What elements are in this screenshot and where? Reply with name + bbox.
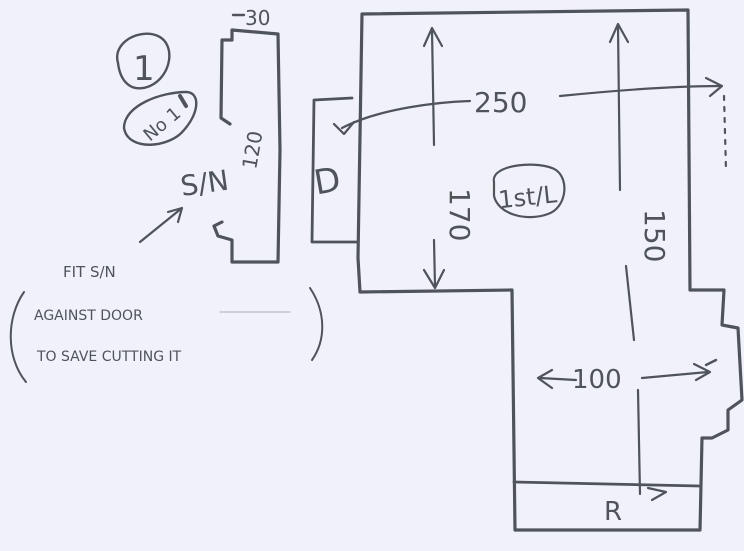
note-bracket-right <box>309 287 324 361</box>
note-line-3: TO SAVE CUTTING IT <box>36 349 182 365</box>
unit-number-oval <box>122 90 198 146</box>
wall-notch <box>704 358 718 367</box>
door-outline <box>310 96 358 244</box>
page-number-badge: 1 <box>116 32 171 90</box>
width-100-label: 100 <box>572 365 622 395</box>
height-150-upper-line <box>616 24 622 192</box>
height-150-lower-line <box>624 264 642 496</box>
height-170-arrowhead-top <box>422 26 444 48</box>
height-150-arrowhead-top <box>608 22 630 44</box>
room-outline <box>356 8 744 532</box>
width-30-label: 30 <box>245 6 270 30</box>
note-arrow <box>138 206 184 244</box>
page-number-circle <box>116 32 171 90</box>
room-tag-circle <box>492 163 566 219</box>
width-arrowhead-right <box>704 76 724 98</box>
width-arrowhead-left <box>332 120 356 136</box>
height-150-label: 150 <box>638 209 671 262</box>
unit-number-label: No 1 <box>140 103 185 146</box>
height-150-dimension: 150 <box>608 22 671 502</box>
width-arrow-right <box>558 84 722 98</box>
height-150-arrowhead-bottom <box>646 486 668 502</box>
height-170-upper-line <box>430 28 436 147</box>
height-170-dimension: 170 <box>422 26 476 290</box>
note-line-2: AGAINST DOOR <box>34 308 143 324</box>
width-100-line <box>538 370 710 382</box>
height-170-label: 170 <box>443 188 476 241</box>
width-100-arrowhead-right <box>692 362 712 382</box>
width-100-dimension: 100 <box>536 362 712 395</box>
bottom-label: R <box>604 497 622 527</box>
width-arrow-left <box>340 99 472 130</box>
marker-stroke <box>178 94 188 108</box>
height-120-label: 120 <box>237 129 267 171</box>
unit-number-badge: No 1 <box>122 90 198 146</box>
door-block: D <box>310 96 358 244</box>
sn-unit: 30 120 S/N <box>178 6 282 264</box>
note-line-1: FIT S/N <box>63 263 116 281</box>
width-250-label: 250 <box>474 86 527 119</box>
width-extension-dashed <box>722 94 728 172</box>
room-label: 1st/L <box>497 180 559 214</box>
door-label: D <box>311 160 344 204</box>
note-bracket-left <box>9 291 27 383</box>
height-170-lower-line <box>432 238 437 288</box>
room-tag: 1st/L <box>492 163 566 219</box>
height-170-arrowhead-bottom <box>422 268 446 290</box>
width-100-arrowhead-left <box>536 368 554 390</box>
page-number: 1 <box>133 49 155 89</box>
unit-code-label: S/N <box>178 164 230 203</box>
fit-note: FIT S/N AGAINST DOOR TO SAVE CUTTING IT <box>9 206 324 383</box>
width-250-dimension: 250 <box>332 76 728 172</box>
bottom-shelf-line <box>512 480 702 488</box>
sn-unit-outline <box>212 28 282 264</box>
